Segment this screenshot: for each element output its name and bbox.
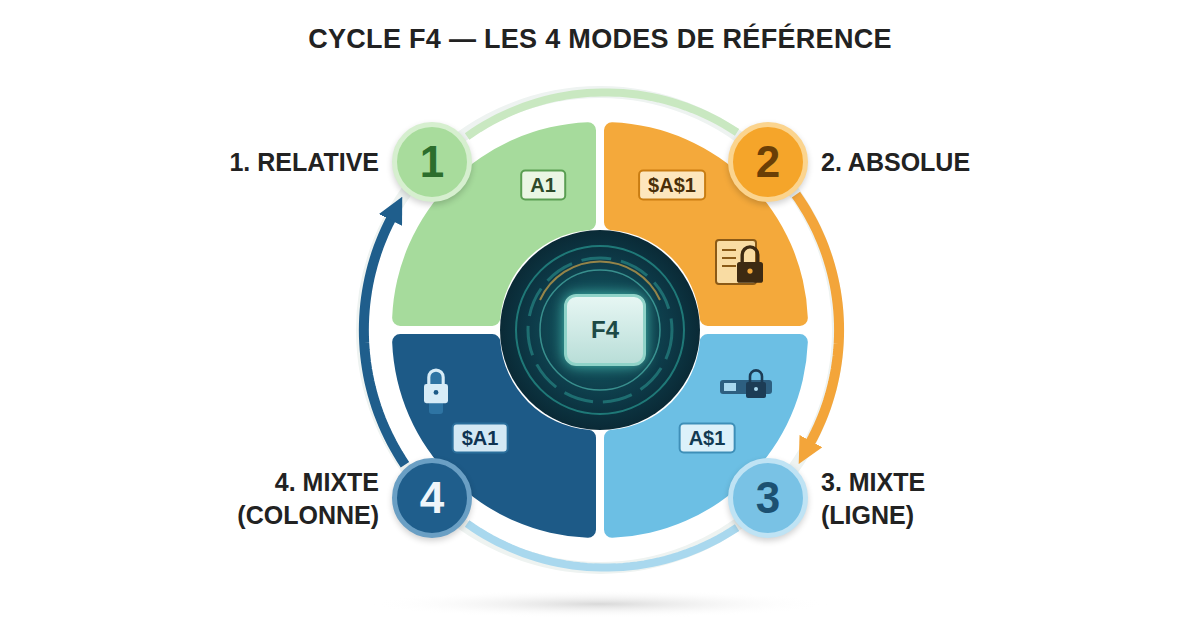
lock-keyhole	[754, 387, 758, 391]
glow-ring	[528, 258, 672, 402]
reference-badge: A1	[520, 170, 566, 201]
center-disc	[500, 230, 700, 430]
mode-icon	[720, 370, 772, 398]
step-circle: 11. RELATIVE	[392, 122, 472, 202]
diagram-title: CYCLE F4 — LES 4 MODES DE RÉFÉRENCE	[0, 24, 1200, 55]
ground-shadow	[370, 590, 830, 618]
lock-body	[424, 384, 448, 403]
lock-shackle	[429, 370, 443, 384]
mode-icon	[716, 240, 763, 284]
outer-ring	[362, 92, 838, 568]
document-line	[722, 265, 736, 267]
cycle-arrow	[467, 92, 737, 136]
document-line	[722, 249, 736, 251]
step-circle: 44. MIXTE (COLONNE)	[392, 458, 472, 538]
step-number: 2	[733, 127, 803, 197]
lock-keyhole	[747, 269, 752, 274]
document-line	[722, 257, 736, 259]
mode-label: 3. MIXTE (LIGNE)	[821, 466, 961, 531]
lock-body	[746, 382, 766, 398]
row-bar-cell	[724, 383, 736, 391]
quadrant-fill	[392, 122, 596, 326]
step-circle: 33. MIXTE (LIGNE)	[728, 458, 808, 538]
lock-shackle	[742, 247, 758, 262]
step-number: 3	[733, 463, 803, 533]
mode-icon	[424, 370, 448, 414]
step-number: 1	[397, 127, 467, 197]
lock-shackle	[750, 370, 762, 382]
lock-keyhole	[434, 390, 439, 395]
mode-label: 2. ABSOLUE	[821, 146, 970, 179]
lock-body	[737, 262, 763, 283]
step-number: 4	[397, 463, 467, 533]
reference-badge: A$1	[679, 423, 736, 454]
glow-ring	[516, 246, 684, 414]
quadrant-fill	[392, 334, 596, 538]
cycle-arrow	[467, 524, 737, 568]
key-cap: F4	[564, 294, 646, 366]
key-label: F4	[567, 297, 643, 363]
step-circle: 22. ABSOLUE	[728, 122, 808, 202]
mode-label: 1. RELATIVE	[229, 146, 379, 179]
glow-ring	[540, 270, 660, 390]
mode-label: 4. MIXTE (COLONNE)	[219, 466, 379, 531]
reference-badge: $A$1	[638, 170, 706, 201]
reference-badge: $A1	[452, 423, 509, 454]
